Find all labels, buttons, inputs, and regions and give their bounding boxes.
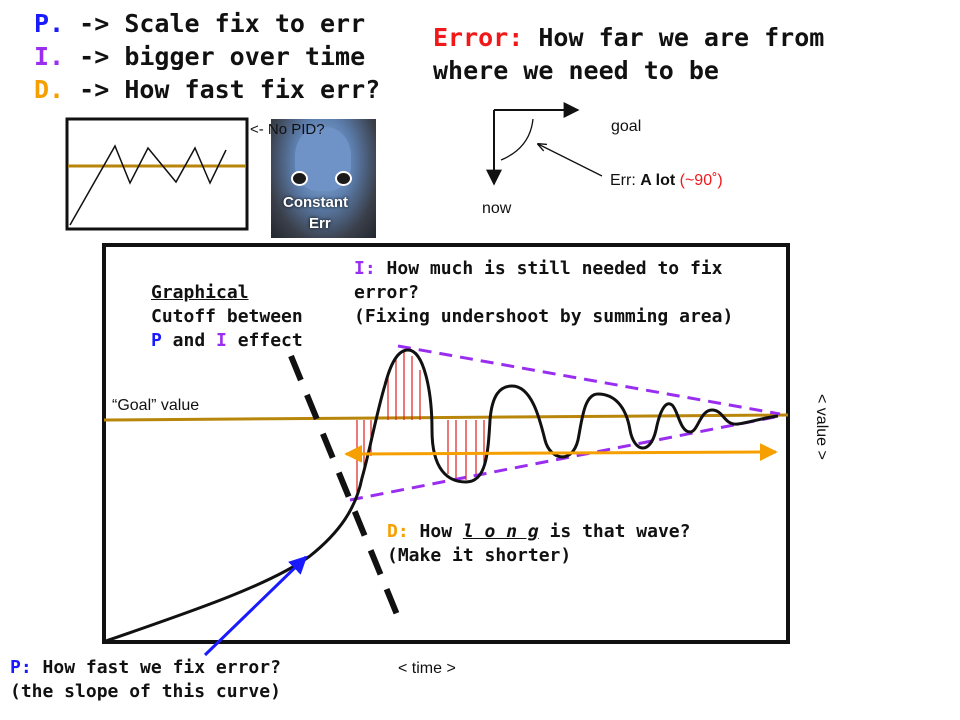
now-label: now — [482, 200, 512, 217]
meme-caption-2: Err — [309, 215, 331, 232]
cutoff-line2: Cutoff between — [151, 306, 303, 327]
d-note-line2: (Make it shorter) — [387, 545, 572, 566]
i-description: -> bigger over time — [64, 42, 366, 71]
d-note-label: D: — [387, 521, 409, 542]
system-response-curve — [105, 348, 779, 643]
pid-legend-i: I. -> bigger over time — [34, 40, 365, 73]
goal-value-line — [103, 413, 789, 422]
pid-legend-p: P. -> Scale fix to err — [34, 7, 365, 40]
derivative-note: D: How l o n g is that wave? (Make it sh… — [387, 520, 690, 568]
p-note-label: P: — [10, 657, 32, 678]
d-description: -> How fast fix err? — [64, 75, 381, 104]
time-axis-label: < time > — [398, 660, 456, 677]
d-note-long: l o n g — [462, 521, 539, 542]
value-axis-label: < value > — [813, 394, 830, 460]
d-note-text1a: How — [408, 521, 463, 542]
cutoff-line3: P and I effect — [151, 329, 303, 353]
meme-eye-right — [335, 171, 352, 186]
cutoff-effect: effect — [226, 330, 303, 351]
meme-eye-left — [291, 171, 308, 186]
i-note-label: I: — [354, 258, 376, 279]
i-note-text1: How much is still needed to fix — [375, 258, 723, 279]
p-description: -> Scale fix to err — [64, 9, 366, 38]
d-note-text1c: is that wave? — [538, 521, 691, 542]
cutoff-p: P — [151, 330, 162, 351]
err-pointer-arrow — [538, 144, 603, 177]
error-def-text-2: where we need to be — [433, 56, 719, 85]
cutoff-line1: Graphical — [151, 282, 249, 303]
mini-graph-frame — [65, 117, 249, 231]
i-note-line3: (Fixing undershoot by summing area) — [354, 306, 734, 327]
error-def-text-1: How far we are from — [523, 23, 825, 52]
p-note-line1: P: How fast we fix error? — [10, 656, 281, 680]
goal-value-label: “Goal” value — [112, 397, 200, 414]
goal-label: goal — [611, 118, 642, 135]
orientation-diagram — [486, 102, 603, 186]
no-pid-text: <- No PID? — [250, 121, 325, 138]
i-letter: I. — [34, 42, 65, 71]
p-note-line2: (the slope of this curve) — [10, 681, 281, 702]
d-note-line1: D: How l o n g is that wave? — [387, 520, 690, 544]
no-pid-mini-graph — [65, 117, 249, 231]
error-definition-line1: Error: How far we are from — [433, 21, 824, 54]
cutoff-i: I — [216, 330, 227, 351]
proportional-note: P: How fast we fix error? (the slope of … — [10, 656, 281, 704]
mini-graph-oscillation — [69, 144, 227, 226]
meme-caption-1: Constant — [283, 194, 348, 211]
upper-envelope — [397, 344, 781, 416]
err-prefix: Err: — [610, 172, 641, 189]
p-note-text1: How fast we fix error? — [31, 657, 281, 678]
cutoff-note: Graphical Cutoff between P and I effect — [151, 281, 303, 353]
err-bold: A lot — [640, 172, 676, 189]
main-graph-frame — [102, 243, 790, 644]
cutoff-and: and — [161, 330, 217, 351]
d-letter: D. — [34, 75, 65, 104]
pid-legend-d: D. -> How fast fix err? — [34, 73, 380, 106]
integral-note: I: How much is still needed to fix error… — [354, 257, 733, 329]
error-angle-arc — [500, 118, 534, 161]
error-label: Error: — [433, 23, 524, 52]
wavelength-arrow — [344, 443, 778, 463]
slope-pointer-arrow — [203, 555, 308, 657]
p-letter: P. — [34, 9, 65, 38]
i-note-line2: error? — [354, 282, 420, 303]
err-amount-label: Err: A lot (~90˚) — [610, 172, 723, 190]
no-pid-label: <- No PID? — [250, 121, 325, 139]
err-value: (~90˚) — [675, 172, 723, 189]
no-pid-text-overlay: . — [271, 121, 376, 139]
p-i-cutoff-line — [288, 354, 401, 619]
meme-image: Constant Err — [271, 119, 376, 238]
i-note-line1: I: How much is still needed to fix — [354, 257, 733, 281]
